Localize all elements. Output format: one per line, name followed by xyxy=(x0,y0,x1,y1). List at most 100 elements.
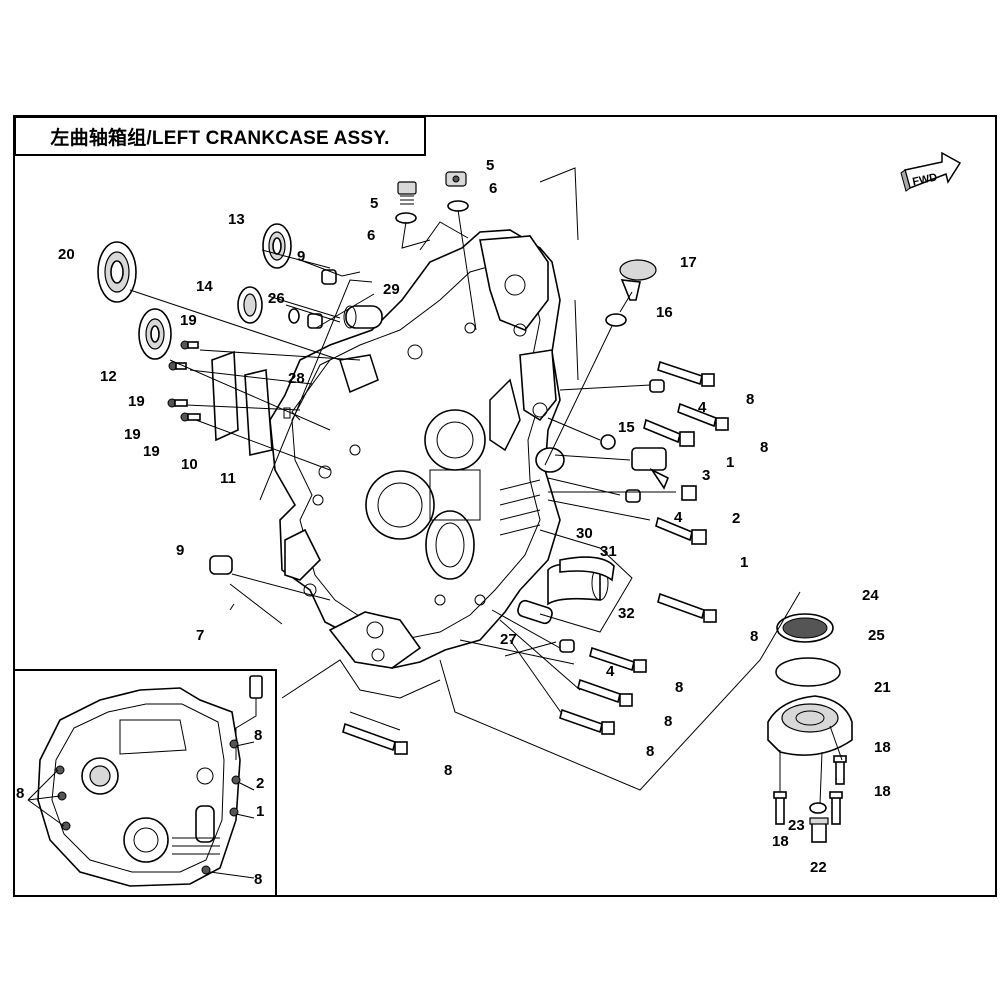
bearing-20 xyxy=(97,241,137,303)
filter-cover-21 xyxy=(767,695,853,756)
fwd-label: FWD xyxy=(911,171,938,188)
bushing-30-31 xyxy=(547,556,615,606)
callout-15: 15 xyxy=(618,419,635,436)
callout-28: 28 xyxy=(288,370,305,387)
callout-22: 22 xyxy=(810,859,827,876)
callout-8: 8 xyxy=(750,628,758,645)
bolt-2 xyxy=(681,485,697,501)
bolt-19a xyxy=(180,340,199,350)
callout-4: 4 xyxy=(606,663,615,680)
bolt-8d xyxy=(589,646,647,673)
callout-30: 30 xyxy=(576,525,593,542)
callout-9: 9 xyxy=(176,542,184,559)
oring-26 xyxy=(288,308,300,324)
bolt-8e xyxy=(577,678,633,707)
callout-4: 4 xyxy=(674,509,683,526)
bolt-8c xyxy=(657,592,717,623)
fwd-arrow-icon: FWD xyxy=(900,151,962,192)
callout-23: 23 xyxy=(788,817,805,834)
callout-5: 5 xyxy=(486,157,494,174)
callout-19: 19 xyxy=(128,393,145,410)
plate-11 xyxy=(244,369,273,456)
bolt-19d xyxy=(180,412,201,422)
bolt-8b xyxy=(677,402,729,431)
callout-26: 26 xyxy=(268,290,285,307)
bolt-19c xyxy=(167,398,188,408)
bolt-8a xyxy=(657,360,715,387)
callout-32: 32 xyxy=(618,605,635,622)
dowel-9c xyxy=(209,555,233,575)
callout-9: 9 xyxy=(297,248,305,265)
diagram-title: 左曲轴箱组/LEFT CRANKCASE ASSY. xyxy=(50,127,390,149)
callout-11: 11 xyxy=(220,470,236,487)
sensor-3 xyxy=(631,447,670,490)
callout-13: 13 xyxy=(228,211,245,228)
callout-7: 7 xyxy=(196,627,204,644)
oil-dipstick-17 xyxy=(619,259,657,301)
bolt-18a xyxy=(833,755,847,785)
callout-17: 17 xyxy=(680,254,697,271)
callout-3: 3 xyxy=(702,467,710,484)
callout-6: 6 xyxy=(367,227,375,244)
bolt-1b xyxy=(655,516,707,545)
inset-engine-view xyxy=(13,669,277,897)
washer-6b xyxy=(447,200,469,212)
callout-18: 18 xyxy=(772,833,789,850)
callout-18: 18 xyxy=(874,783,891,800)
callout-8: 8 xyxy=(760,439,768,456)
callout-12: 12 xyxy=(100,368,117,385)
callout-31: 31 xyxy=(600,543,617,560)
callout-19: 19 xyxy=(180,312,197,329)
callout-29: 29 xyxy=(383,281,400,298)
oring-16 xyxy=(605,313,627,327)
oil-plug-5a xyxy=(397,181,417,205)
plate-10 xyxy=(211,350,239,442)
filter-screen-24 xyxy=(776,613,834,643)
callout-18: 18 xyxy=(874,739,891,756)
callout-2: 2 xyxy=(732,510,740,527)
washer-6a xyxy=(395,212,417,224)
bolt-8g xyxy=(342,722,408,755)
callout-24: 24 xyxy=(862,587,879,604)
callout-20: 20 xyxy=(58,246,75,263)
crankcase-body xyxy=(269,229,565,669)
callout-8: 8 xyxy=(646,743,654,760)
washer-23 xyxy=(809,802,827,814)
oring-25 xyxy=(775,657,841,687)
callout-4: 4 xyxy=(698,399,707,416)
callout-8: 8 xyxy=(746,391,754,408)
callout-10: 10 xyxy=(181,456,198,473)
callout-6: 6 xyxy=(489,180,497,197)
inset-callout-8: 8 xyxy=(254,871,262,888)
inset-callout-2: 2 xyxy=(256,775,264,792)
drain-plug-22 xyxy=(809,817,829,843)
callout-1: 1 xyxy=(740,554,748,571)
dowel-4a xyxy=(649,379,665,393)
callout-8: 8 xyxy=(664,713,672,730)
bolt-18c xyxy=(829,791,843,825)
dowel-4c xyxy=(559,639,575,653)
callout-8: 8 xyxy=(444,762,452,779)
dowel-pin-9a xyxy=(321,269,337,285)
bolt-8f xyxy=(559,708,615,735)
callout-5: 5 xyxy=(370,195,378,212)
callout-1: 1 xyxy=(726,454,734,471)
bolt-1a xyxy=(643,418,695,447)
bearing-14 xyxy=(237,286,263,324)
oring-15 xyxy=(600,434,616,450)
callout-27: 27 xyxy=(500,631,517,648)
callout-19: 19 xyxy=(124,426,141,443)
callout-16: 16 xyxy=(656,304,673,321)
leader-lines xyxy=(129,167,843,805)
callout-19: 19 xyxy=(143,443,160,460)
inset-callout-8: 8 xyxy=(16,785,24,802)
bearing-12 xyxy=(138,308,172,360)
oil-plug-5b xyxy=(445,171,467,187)
sleeve-29 xyxy=(343,305,383,329)
callout-14: 14 xyxy=(196,278,213,295)
bolt-18b xyxy=(773,791,787,825)
bearing-13 xyxy=(262,223,292,269)
callout-8: 8 xyxy=(675,679,683,696)
dowel-4b xyxy=(625,489,641,503)
